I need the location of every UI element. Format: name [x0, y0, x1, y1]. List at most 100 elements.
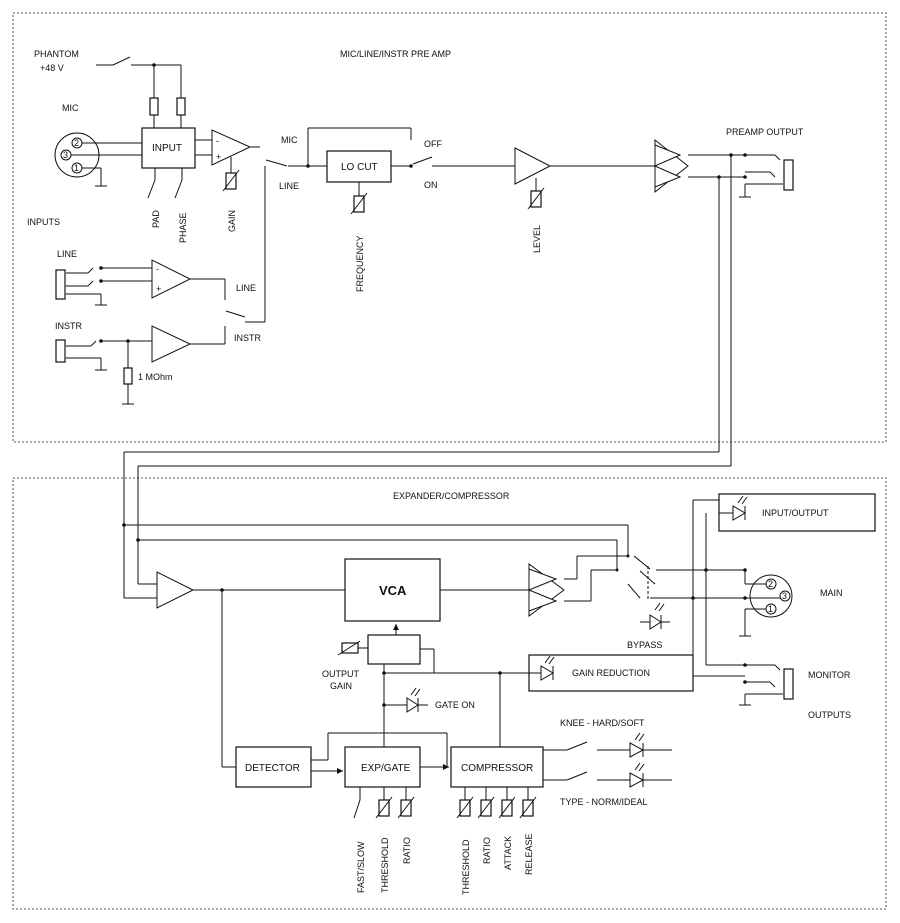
sw2-line-label: LINE [236, 283, 256, 293]
phantom-voltage-label: +48 V [40, 63, 64, 73]
svg-text:3: 3 [782, 591, 787, 601]
vca-label: VCA [379, 583, 407, 598]
attack-label: ATTACK [503, 836, 513, 870]
level-label: LEVEL [532, 225, 542, 253]
mic-xlr-connector-icon: 2 3 1 [54, 132, 142, 187]
lo-cut-block [326, 150, 392, 183]
attack-pot-icon[interactable] [498, 787, 516, 819]
type-label: TYPE - NORM/IDEAL [560, 797, 648, 807]
monitor-jack-icon [693, 663, 794, 706]
bypass-label: BYPASS [627, 640, 662, 650]
phantom-resistors [149, 97, 186, 128]
sw-line-label: LINE [279, 181, 299, 191]
knee-switch[interactable] [543, 741, 630, 751]
output-gain-label-1: OUTPUT [322, 669, 360, 679]
section-interconnect [123, 153, 733, 599]
compressor-title: EXPANDER/COMPRESSOR [393, 491, 510, 501]
vca-block [344, 558, 441, 622]
input-output-led-icon [719, 495, 748, 521]
gain-label: GAIN [227, 210, 237, 232]
comp-input-amp [156, 571, 195, 609]
instr-resistor [122, 341, 134, 405]
outputs-label: OUTPUTS [808, 710, 851, 720]
instr-opamp [151, 325, 192, 363]
preamp-section-frame [12, 12, 887, 443]
output-gain-label-2: GAIN [330, 681, 352, 691]
fast-slow-switch[interactable] [353, 787, 361, 819]
phantom-switch[interactable] [96, 56, 182, 98]
svg-text:3: 3 [63, 150, 68, 160]
phantom-label: PHANTOM [34, 49, 79, 59]
release-pot-icon[interactable] [519, 787, 537, 819]
phase-switch[interactable] [174, 168, 183, 199]
gain-reduction-led-icon [529, 655, 555, 681]
exp-ratio-pot-icon[interactable] [397, 787, 415, 819]
svg-text:-: - [156, 264, 159, 274]
sw2-instr-label: INSTR [234, 333, 262, 343]
phase-label: PHASE [178, 212, 188, 243]
compressor-label: COMPRESSOR [461, 763, 533, 774]
gain-opamp [211, 129, 252, 166]
gain-reduction-label: GAIN REDUCTION [572, 668, 650, 678]
preamp-output-driver [654, 138, 745, 194]
svg-text:2: 2 [768, 579, 773, 589]
input-block-label: INPUT [152, 143, 182, 154]
line-input-label: LINE [57, 249, 77, 259]
fast-slow-label: FAST/SLOW [356, 841, 366, 893]
level-amp [514, 147, 552, 185]
gate-on-led-icon [382, 687, 428, 713]
inputs-label: INPUTS [27, 217, 60, 227]
level-pot-icon[interactable] [527, 178, 545, 210]
frequency-pot-icon[interactable] [350, 182, 368, 215]
lo-cut-label: LO CUT [341, 162, 378, 173]
preamp-output-jack-icon [739, 153, 794, 198]
mic-label: MIC [62, 103, 79, 113]
comp-threshold-pot-icon[interactable] [456, 787, 474, 819]
line-instr-switch[interactable] [225, 310, 265, 323]
frequency-label: FREQUENCY [355, 235, 365, 292]
input-output-label: INPUT/OUTPUT [762, 508, 829, 518]
compressor-block [450, 746, 544, 788]
output-gain-pot-icon[interactable] [337, 640, 368, 656]
svg-text:+: + [216, 152, 221, 162]
svg-text:2: 2 [74, 138, 79, 148]
gain-pot-icon[interactable] [222, 157, 240, 192]
resistor-label: 1 MOhm [138, 372, 173, 382]
svg-text:1: 1 [768, 604, 773, 614]
sw-mic-label: MIC [281, 135, 298, 145]
svg-text:1: 1 [74, 163, 79, 173]
exp-threshold-label: THRESHOLD [380, 837, 390, 893]
knee-led-icon [629, 732, 672, 758]
lo-cut-switch[interactable] [409, 156, 515, 168]
preamp-output-label: PREAMP OUTPUT [726, 127, 804, 137]
instr-input-label: INSTR [55, 321, 83, 331]
bypass-led-icon [640, 602, 670, 630]
off-label: OFF [424, 139, 442, 149]
pad-switch[interactable] [147, 168, 156, 199]
type-switch[interactable] [543, 771, 630, 781]
svg-text:-: - [216, 136, 219, 146]
gate-on-label: GATE ON [435, 700, 475, 710]
knee-label: KNEE - HARD/SOFT [560, 718, 645, 728]
output-gain-block [367, 634, 421, 665]
compressor-section-frame [12, 477, 887, 910]
exp-gate-label: EXP/GATE [361, 763, 411, 774]
svg-text:+: + [156, 284, 161, 294]
instr-input-jack-icon [55, 339, 152, 371]
comp-ratio-label: RATIO [482, 837, 492, 864]
pad-label: PAD [151, 210, 161, 228]
exp-threshold-pot-icon[interactable] [375, 787, 393, 819]
comp-threshold-label: THRESHOLD [461, 839, 471, 895]
preamp-title: MIC/LINE/INSTR PRE AMP [340, 49, 451, 59]
line-input-opamp [151, 259, 192, 299]
input-block [141, 127, 196, 169]
exp-ratio-label: RATIO [402, 837, 412, 864]
main-label: MAIN [820, 588, 843, 598]
mic-line-switch[interactable] [265, 159, 310, 168]
main-xlr-connector-icon: 2 3 1 [739, 568, 793, 637]
bypass-switch[interactable] [615, 554, 746, 601]
comp-ratio-pot-icon[interactable] [477, 787, 495, 819]
monitor-label: MONITOR [808, 670, 851, 680]
on-label: ON [424, 180, 438, 190]
